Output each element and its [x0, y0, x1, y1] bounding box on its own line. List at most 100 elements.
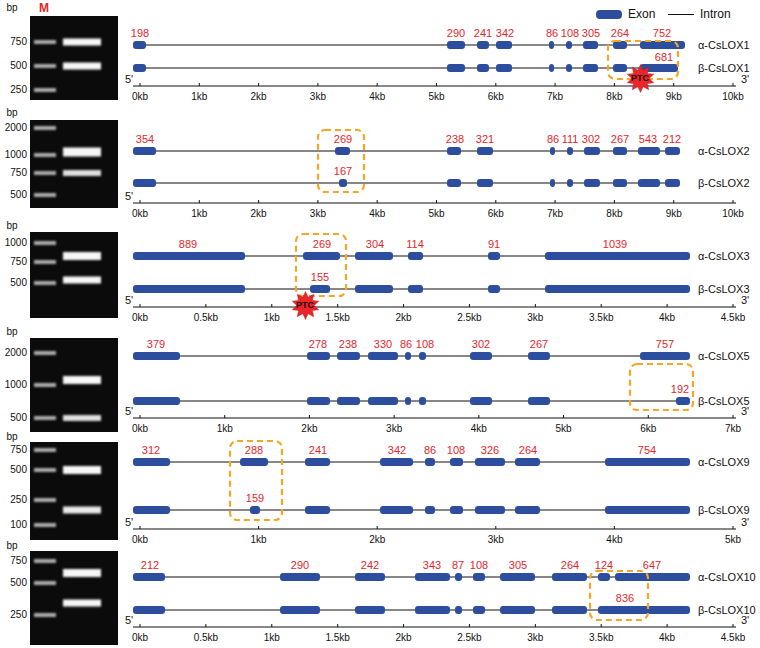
scale-tick: 5kb — [556, 424, 572, 434]
strand-end: 3' — [741, 517, 749, 528]
exon-bar — [473, 606, 485, 614]
ladder-band — [34, 88, 56, 92]
gel-image — [30, 16, 118, 100]
scale-tick: 2kb — [369, 535, 385, 545]
gene-name: α-CsLOX10 — [698, 572, 756, 583]
scale-tick-mark — [271, 304, 272, 307]
ptc-star: PTC — [626, 64, 655, 93]
strand-end: 3' — [741, 295, 749, 306]
scale-tick-mark — [140, 526, 141, 529]
scale-tick-mark — [535, 304, 536, 307]
exon-bar — [337, 397, 360, 405]
scale-axis — [133, 418, 736, 419]
scale-tick: 4kb — [659, 313, 675, 323]
ladder-band — [34, 193, 56, 197]
exon-length: 91 — [488, 239, 500, 250]
exon-length: 108 — [447, 445, 465, 456]
exon-length: 241 — [309, 445, 327, 456]
exon-length: 290 — [447, 28, 465, 39]
scale-tick-mark — [436, 83, 437, 86]
exon-bar — [355, 606, 385, 614]
ladder-size: 750 — [10, 168, 27, 178]
scale-tick-mark — [555, 200, 556, 203]
unit-label: bp — [6, 3, 17, 13]
ladder-size: 2000 — [5, 348, 27, 358]
sample-band — [63, 415, 101, 421]
scale-tick-mark — [469, 304, 470, 307]
strand-end: 3' — [741, 615, 749, 626]
scale-tick-mark — [614, 526, 615, 529]
gel-image — [30, 232, 118, 318]
ladder-band — [34, 416, 56, 420]
scale-tick: 1kb — [191, 92, 207, 102]
scale-tick-mark — [140, 415, 141, 418]
exon-length: 212 — [663, 134, 681, 145]
gene-panel — [30, 232, 736, 318]
intron-line — [133, 400, 690, 401]
exon-bar — [584, 147, 600, 155]
scale-tick: 10kb — [722, 92, 744, 102]
exon-bar — [133, 506, 170, 514]
exon-bar — [613, 179, 627, 187]
scale-tick-mark — [601, 304, 602, 307]
exon-bar — [405, 397, 411, 405]
scale-tick: 5kb — [428, 209, 444, 219]
exon-bar — [615, 573, 690, 581]
strand-end: 5' — [125, 295, 133, 306]
exon-bar — [473, 573, 485, 581]
exon-length: 889 — [179, 239, 197, 250]
ladder-size: 1000 — [5, 238, 27, 248]
exon-bar — [447, 41, 465, 49]
scale-tick-mark — [667, 304, 668, 307]
exon-bar — [605, 506, 690, 514]
ladder-size: 1000 — [5, 380, 27, 390]
exon-length: 198 — [131, 28, 149, 39]
exon-bar — [665, 147, 680, 155]
exon-length: 108 — [561, 28, 579, 39]
exon-bar — [566, 41, 572, 49]
scale-tick-mark — [733, 83, 734, 86]
exon-length: 241 — [474, 28, 492, 39]
gene-name: β-CsLOX1 — [698, 63, 750, 74]
sample-band — [63, 39, 101, 46]
exon-bar — [475, 506, 505, 514]
scale-tick: 0.5kb — [194, 633, 218, 643]
unit-label: bp — [6, 541, 17, 551]
ptc-label: PTC — [296, 301, 314, 310]
exon-bar — [496, 41, 512, 49]
strand-end: 5' — [125, 615, 133, 626]
ladder-size: 500 — [10, 465, 27, 475]
exon-bar — [133, 458, 170, 466]
exon-bar — [405, 352, 411, 360]
exon-bar — [447, 179, 461, 187]
gene-panel — [30, 551, 736, 645]
scale-tick-mark — [199, 83, 200, 86]
scale-tick: 5kb — [428, 92, 444, 102]
exon-bar — [528, 397, 550, 405]
legend-entry: Exon — [596, 8, 655, 20]
scale-tick-mark — [535, 624, 536, 627]
strand-end: 3' — [741, 74, 749, 85]
legend-entry: Intron — [668, 8, 731, 20]
gene-name: α-CsLOX3 — [698, 251, 750, 262]
exon-bar — [355, 573, 385, 581]
exon-length: 86 — [546, 28, 558, 39]
scale-tick: 2kb — [395, 313, 411, 323]
exon-bar — [425, 458, 435, 466]
scale-tick: 2kb — [251, 209, 267, 219]
exon-bar — [567, 147, 573, 155]
exon-bar — [415, 606, 450, 614]
scale-tick-mark — [733, 415, 734, 418]
scale-tick: 3kb — [386, 424, 402, 434]
exon-length: 167 — [334, 166, 352, 177]
exon-bar — [339, 179, 347, 187]
scale-tick: 2.5kb — [457, 633, 481, 643]
gene-panel — [30, 16, 736, 100]
legend-text: Exon — [628, 8, 655, 20]
strand-end: 5' — [125, 74, 133, 85]
scale-tick: 4kb — [471, 424, 487, 434]
scale-tick-mark — [309, 415, 310, 418]
exon-bar — [368, 352, 398, 360]
exon-length: 302 — [472, 339, 490, 350]
legend-text: Intron — [700, 8, 731, 20]
